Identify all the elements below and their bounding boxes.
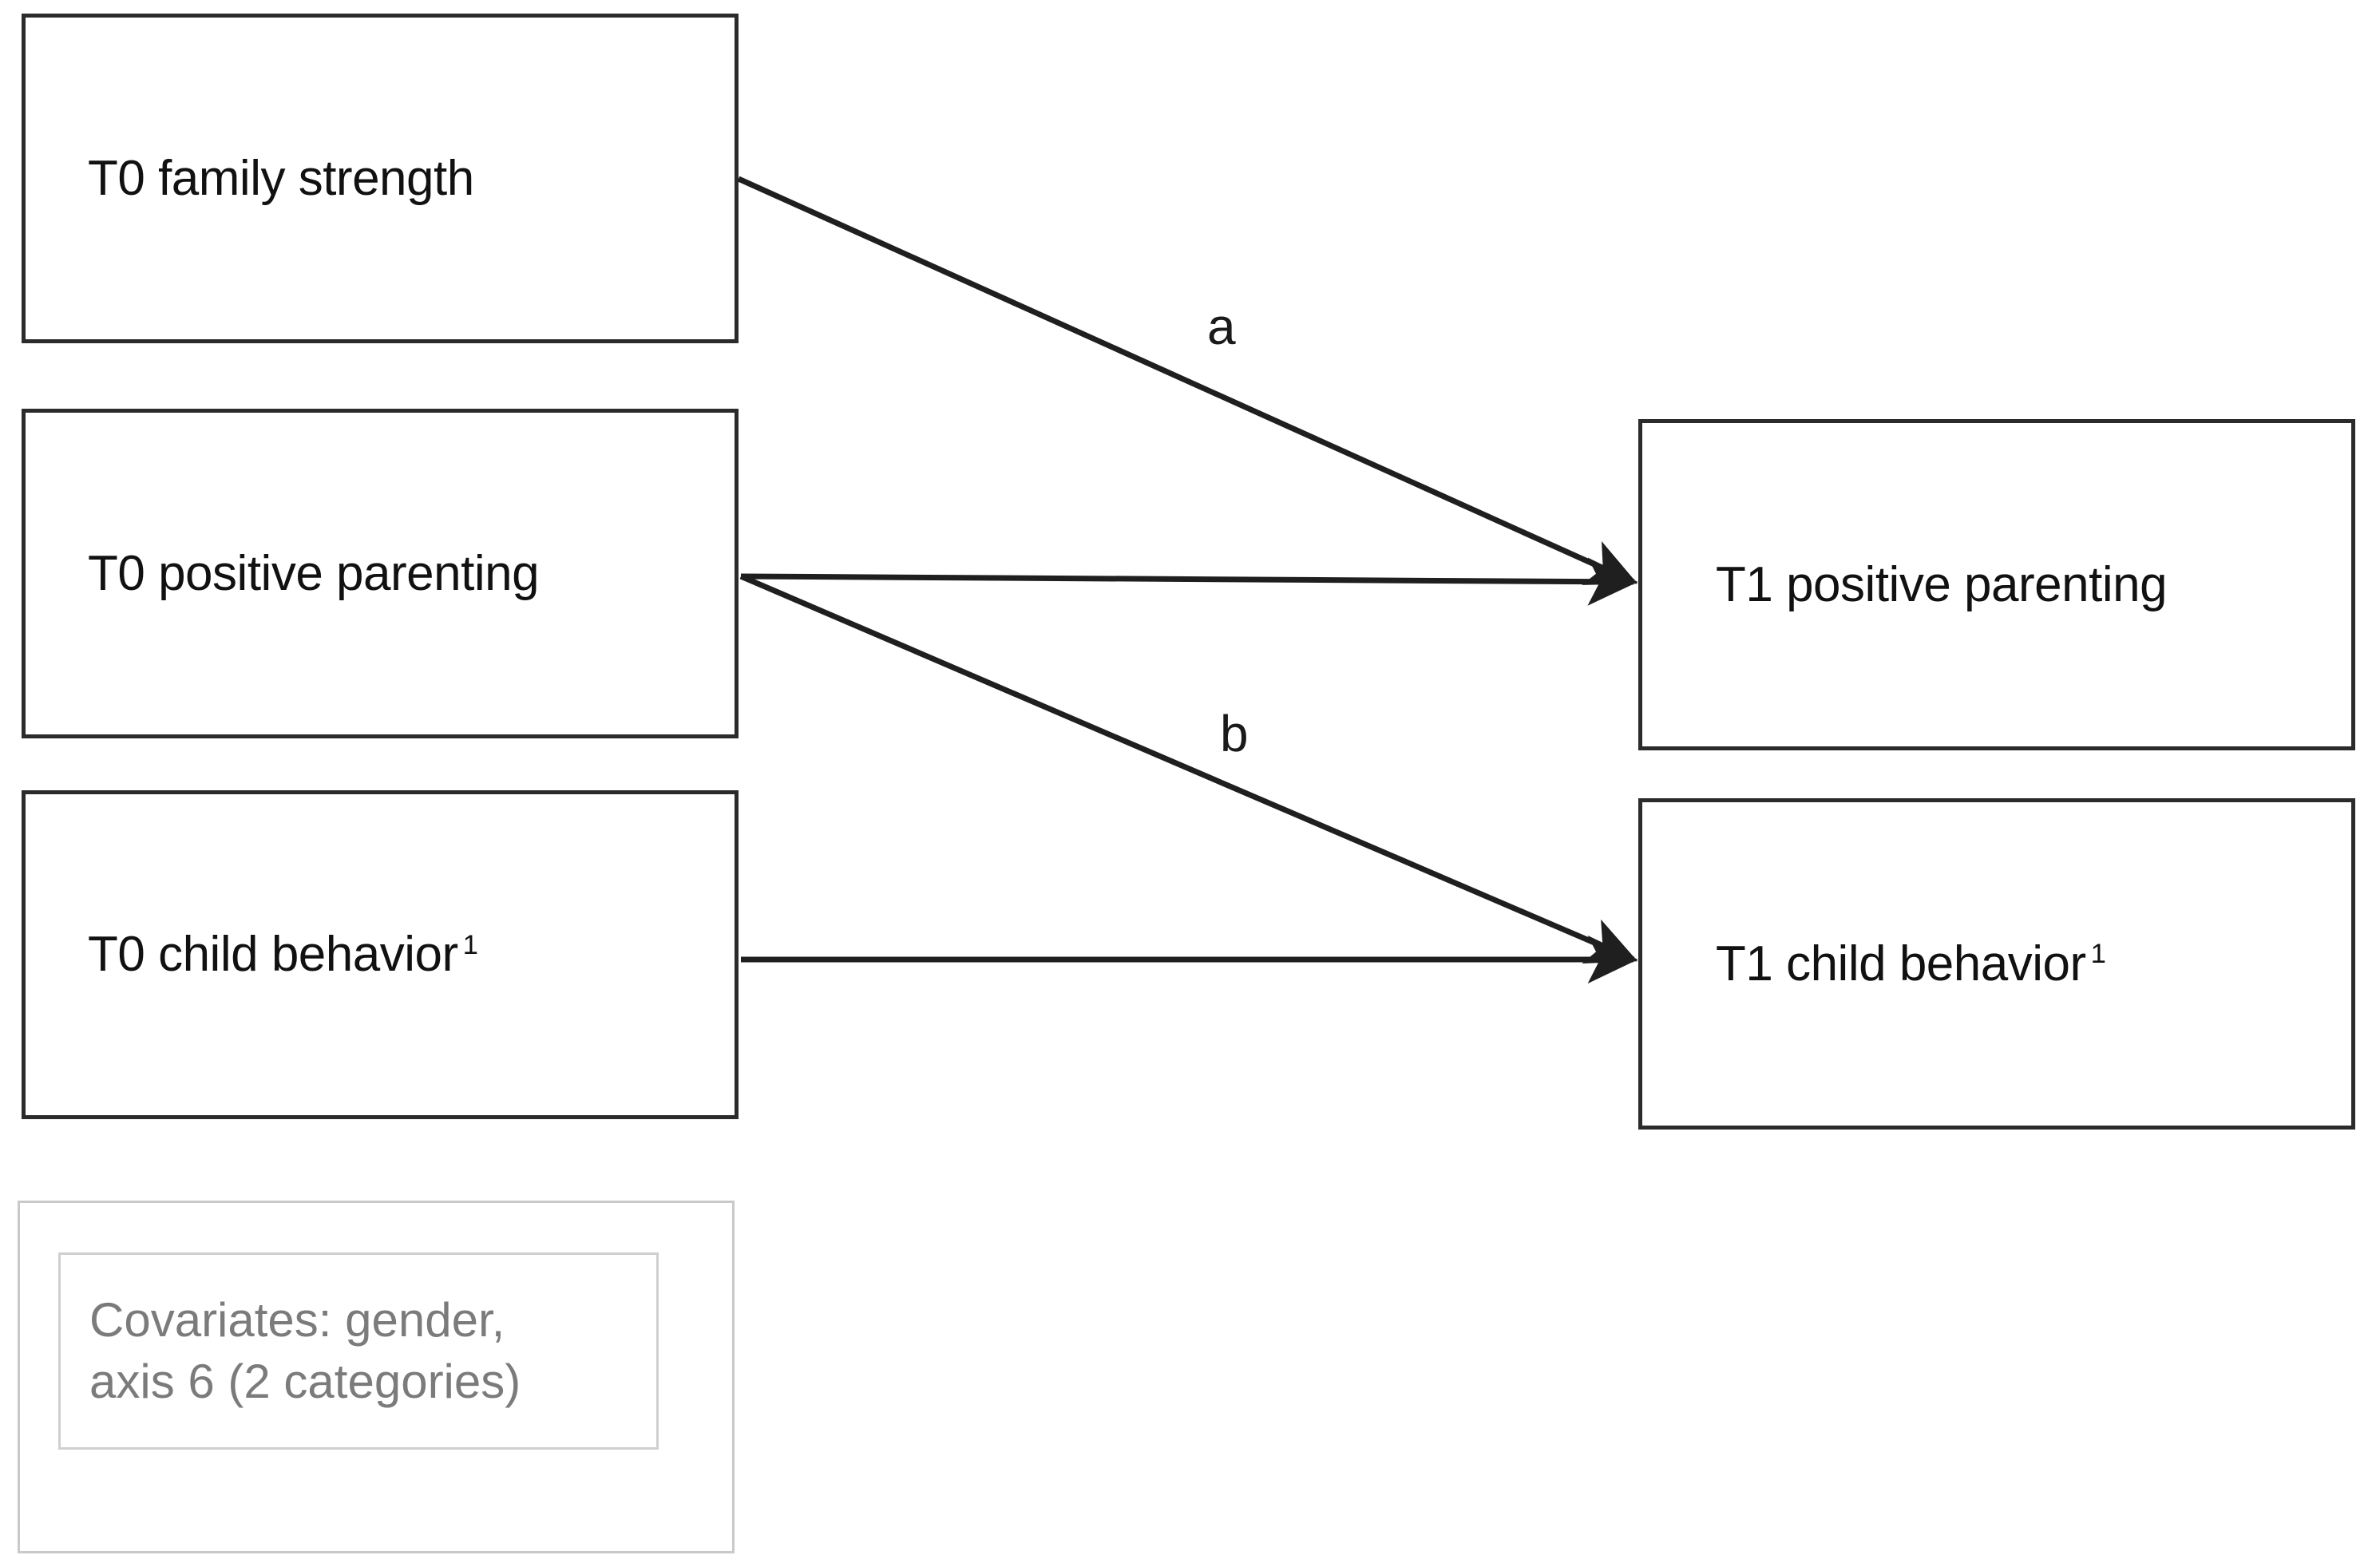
node-t1-positive-parenting[interactable]: T1 positive parenting (1638, 419, 2355, 750)
node-label-t1-child-behavior-text: T1 child behavior (1716, 936, 2086, 991)
edge-b-line (739, 573, 1638, 964)
node-superscript-t0-child-behavior: 1 (462, 929, 478, 960)
covariates-text: Covariates: gender, axis 6 (2 categories… (89, 1292, 521, 1408)
covariates-inner-box: Covariates: gender, axis 6 (2 categories… (58, 1252, 659, 1450)
node-label-t0-family-strength: T0 family strength (88, 150, 474, 206)
node-label-t0-positive-parenting: T0 positive parenting (88, 545, 540, 601)
node-label-t1-positive-parenting: T1 positive parenting (1716, 556, 2168, 612)
edge-label-b: b (1220, 705, 1249, 762)
edge-a-line (737, 176, 1638, 585)
edge-pp-line (740, 557, 1638, 606)
node-label-t0-child-behavior-text: T0 child behavior (88, 927, 458, 983)
node-t0-family-strength[interactable]: T0 family strength (22, 14, 739, 343)
node-t0-positive-parenting[interactable]: T0 positive parenting (22, 409, 739, 738)
covariates-panel: Covariates: gender, axis 6 (2 categories… (18, 1201, 735, 1553)
edge-label-a: a (1207, 298, 1236, 355)
node-superscript-t1-child-behavior: 1 (2090, 939, 2106, 970)
